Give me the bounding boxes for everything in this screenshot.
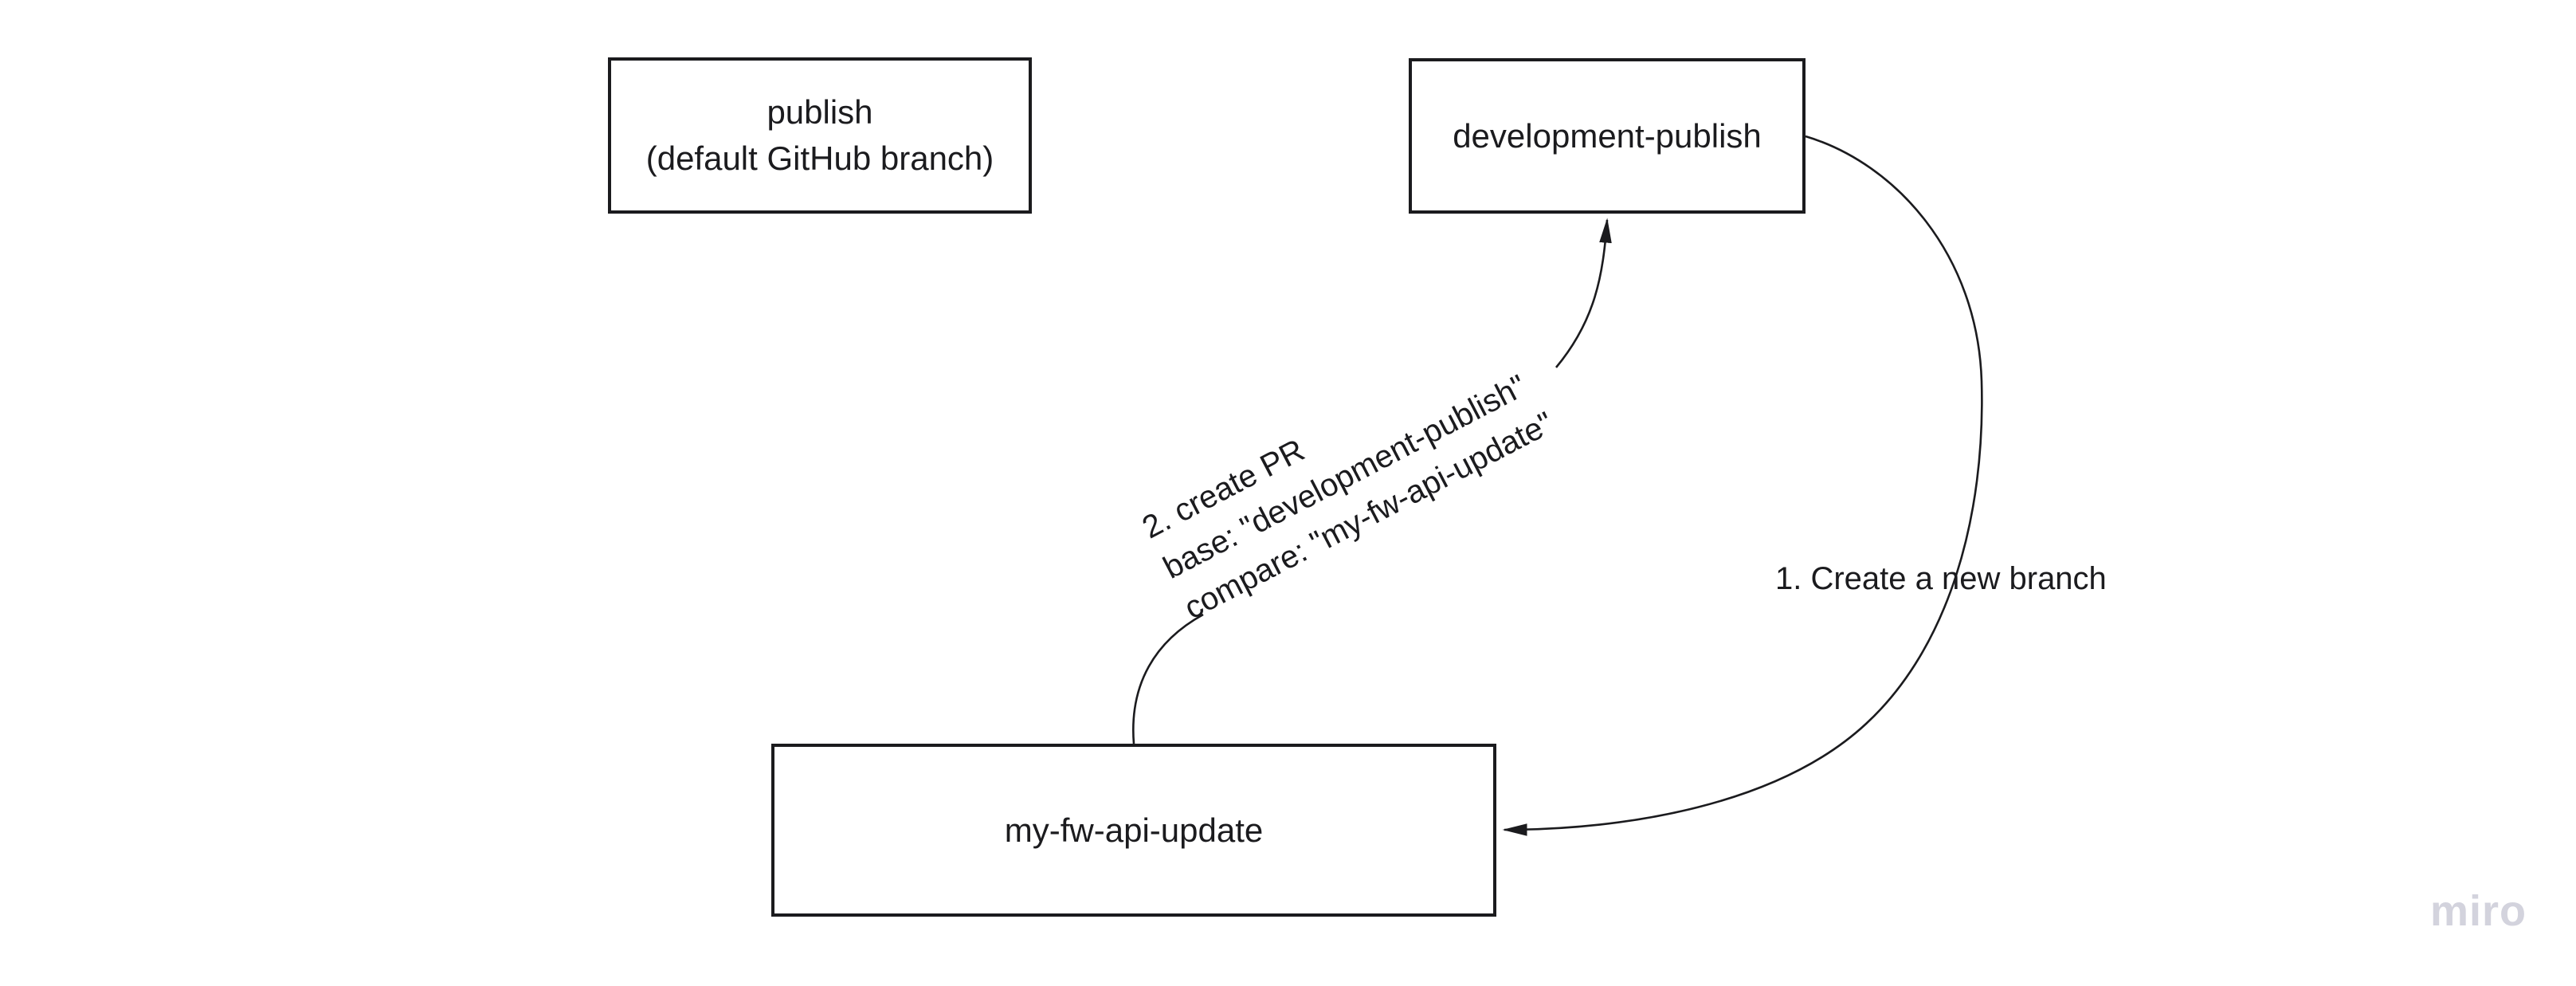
shape-publish-label-line2: (default GitHub branch) — [645, 139, 994, 177]
miro-logo: miro — [2430, 887, 2527, 935]
shape-development-publish-label: development-publish — [1453, 116, 1762, 155]
connector-create-branch-arrow[interactable] — [1502, 135, 1983, 836]
shape-my-fw-api-update-label: my-fw-api-update — [1004, 811, 1264, 849]
shape-development-publish[interactable]: development-publish — [1409, 58, 1806, 214]
shape-publish-label-line1: publish — [767, 93, 873, 131]
shape-publish-default-branch[interactable]: publish (default GitHub branch) — [608, 57, 1032, 214]
shape-my-fw-api-update[interactable]: my-fw-api-update — [771, 744, 1496, 917]
label-create-branch[interactable]: 1. Create a new branch — [1775, 556, 2107, 601]
connector-create-pr-arrow-lower[interactable] — [1132, 613, 1204, 744]
connector-create-pr-arrow-upper[interactable] — [1555, 218, 1612, 368]
label-create-branch-text: 1. Create a new branch — [1775, 561, 2107, 596]
